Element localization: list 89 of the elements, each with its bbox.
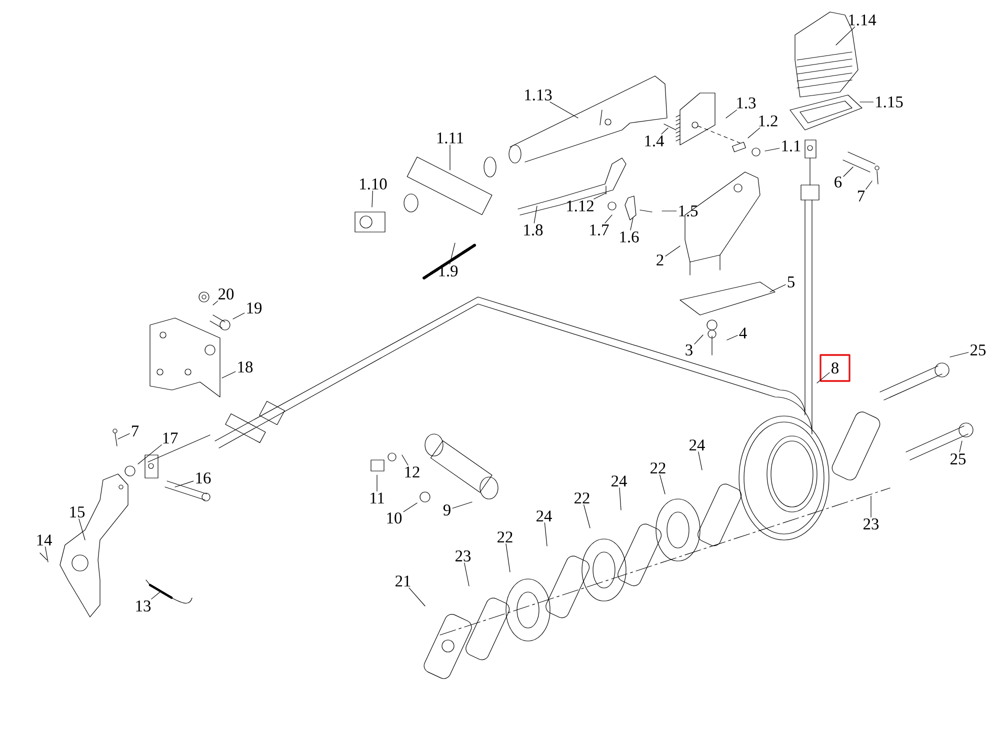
callout-number: 20 [218,288,234,300]
callout-number: 23 [456,550,471,562]
callout-number: 3 [686,344,692,356]
callout-number: 7 [132,426,139,436]
leader-line [402,454,408,466]
callout-number: 1.8 [524,224,543,236]
callout-number: 1.12 [567,200,594,212]
callout-number: 1.3 [737,97,756,109]
callout-number: 12 [405,466,420,478]
callout-number: 24 [690,440,705,450]
leader-line [816,372,830,384]
leader-line [174,480,194,488]
leader-line [770,284,786,292]
callout-number: 1.7 [590,224,609,236]
leader-line [630,218,634,230]
callout-number: 4 [739,328,747,338]
leader-line [959,440,962,452]
leader-line [764,148,780,152]
callout-number: 1.4 [645,135,664,147]
callout-number: 9 [443,504,450,516]
callout-number: 6 [834,176,842,188]
callout-number: 19 [247,302,262,314]
leader-line [584,504,590,528]
leader-line [594,192,606,200]
leader-line [866,180,872,190]
leader-line [604,214,612,224]
leader-line [534,206,538,224]
leader-line [665,246,680,256]
callout-number: 25 [950,453,966,464]
callout-number: 22 [498,532,512,542]
callout-number: 23 [864,518,879,530]
callout-number: 1.13 [525,89,552,101]
callout-number: 14 [37,534,52,546]
leader-line [78,518,86,540]
leader-line [403,502,418,512]
leader-line [452,502,472,509]
leader-line [660,474,666,494]
callout-number: 2 [656,254,664,266]
leader-line [372,190,373,208]
leader-line [662,210,677,212]
leader-line [506,544,510,572]
leader-line [950,352,969,358]
callout-number: 13 [136,600,151,612]
leader-line [726,335,738,340]
leader-line [212,300,218,306]
callout-number: 1.11 [437,132,464,144]
callout-number: 10 [387,512,402,524]
callout-number: 22 [574,492,590,504]
callout-number: 15 [70,506,85,518]
callout-number: 1.15 [876,96,903,108]
leader-line [118,433,130,440]
leader-line [619,488,622,510]
leader-line [408,588,426,606]
callout-number: 16 [196,472,211,484]
leader-line [464,562,470,586]
callout-number: 22 [650,462,666,474]
leader-line [661,128,668,134]
callout-number: 21 [396,576,410,586]
callout-number: 8 [832,362,838,374]
leader-line [222,371,236,378]
callout-number: 5 [788,276,794,288]
leader-line [550,102,578,118]
leader-line [726,110,738,118]
leader-line [843,166,854,177]
callout-number: 24 [612,476,627,486]
callout-number: 17 [163,432,178,444]
leader-line [694,334,704,344]
callout-number: 7 [858,190,865,202]
callout-number: 1.2 [759,115,778,127]
leader-line [151,592,160,600]
leader-line [748,128,760,138]
highlight-frame [820,354,850,382]
leader-line [138,444,162,464]
callout-number: 18 [238,361,253,373]
leader-line [870,496,872,518]
callout-number: 1.10 [360,178,387,190]
leader-line [44,546,48,562]
callout-number: 25 [970,344,986,356]
leader-line [376,474,378,492]
callout-number: 1.6 [620,231,639,243]
leader-line [544,522,548,546]
callout-number: 24 [536,510,552,522]
leader-line [232,312,245,320]
leader-line [836,26,856,46]
callout-number: 11 [370,492,384,504]
callout-number: 1.1 [782,140,800,152]
leader-line [698,452,702,470]
callout-number: 1.14 [849,14,876,26]
leader-line [449,242,456,264]
